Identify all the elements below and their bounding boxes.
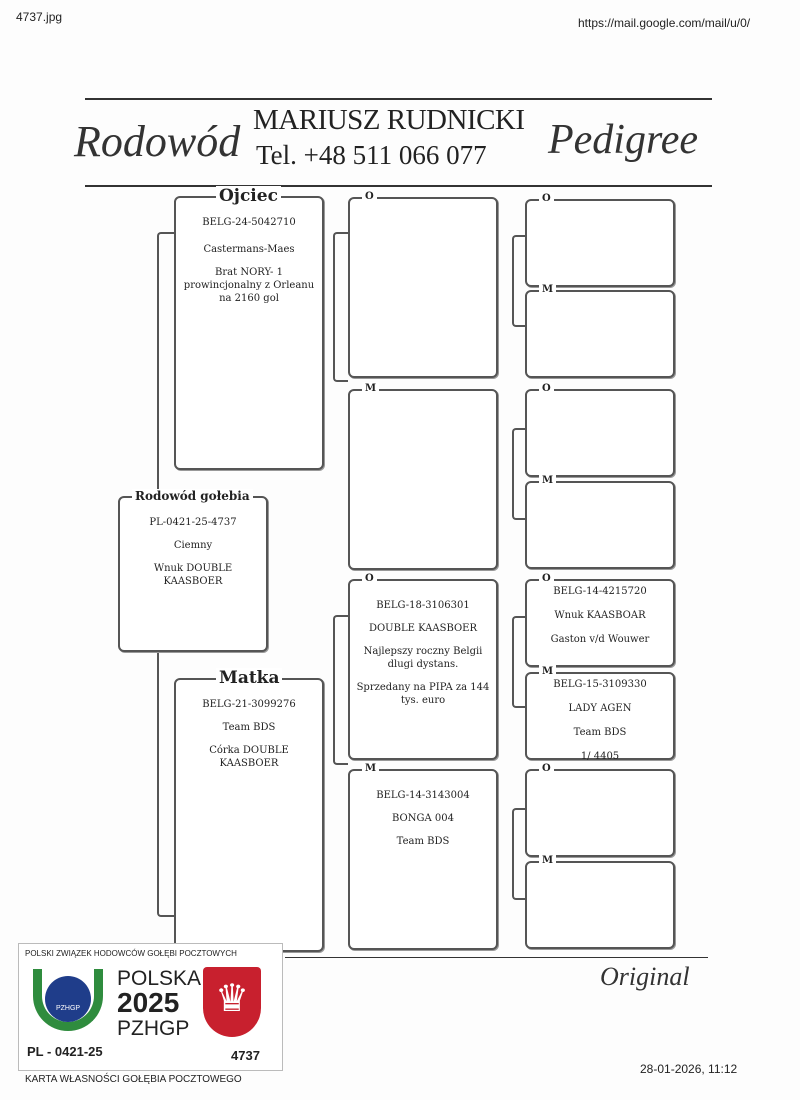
dam-box: Matka BELG-21-3099276 Team BDS Córka DOU… (174, 668, 324, 952)
rodowod-script-logo: Rodowód (74, 117, 241, 166)
dam-note: Córka DOUBLE KAASBOER (209, 745, 289, 769)
pedigree-line: 1/ 4405 (580, 751, 620, 762)
sire-box: Ojciec BELG-24-5042710 Castermans-Maes B… (174, 186, 324, 470)
sire-connector (333, 232, 348, 382)
dam-connector (333, 615, 348, 765)
stamp-year: 2025 (117, 987, 180, 1018)
sex-label: O (362, 572, 377, 586)
pedigree-line: Team BDS (396, 836, 450, 847)
subject-note: Wnuk DOUBLE KAASBOER (153, 563, 233, 587)
sex-label: M (539, 665, 557, 679)
page-url: https://mail.google.com/mail/u/0/ (578, 16, 751, 30)
pzhgp-wreath-icon (33, 969, 103, 1031)
sex-label: O (539, 762, 554, 776)
subject-box: Rodowód gołebia PL-0421-25-4737 Ciemny W… (118, 489, 268, 652)
pedigree-line: LADY AGEN (568, 703, 632, 714)
footer-rule (285, 957, 708, 958)
pedigree-line: Gaston v/d Wouwer (550, 634, 650, 645)
pedigree-line: DOUBLE KAASBOER (368, 623, 478, 634)
pedigree-script-logo: Pedigree (548, 117, 699, 163)
stamp-country: POLSKA (117, 967, 202, 990)
pzhgp-dove-logo: PZHGP (45, 976, 91, 1022)
pedigree-line: Najlepszy roczny Belgii dlugi dystans. (363, 646, 483, 670)
grandparents-box: M (348, 382, 498, 570)
breeder-phone: Tel. +48 511 066 077 (256, 140, 487, 170)
pzhgp-ownership-card: POLSKI ZWIĄZEK HODOWCÓW GOŁĘBI POCZTOWYC… (18, 943, 283, 1085)
sex-label: M (539, 283, 557, 297)
sire-ring: BELG-24-5042710 (202, 217, 296, 228)
pedigree-line: BONGA 004 (392, 813, 454, 824)
pedigree-line: Sprzedany na PIPA za 144 tys. euro (356, 682, 490, 706)
polish-eagle-emblem-icon: ♛ (203, 967, 261, 1037)
stamp-caption: KARTA WŁASNOŚCI GOŁĘBIA POCZTOWEGO (25, 1074, 242, 1085)
connector (512, 616, 525, 708)
filename: 4737.jpg (16, 10, 63, 24)
connector (512, 808, 525, 900)
great-grandparents-box: M (525, 474, 675, 569)
sire-breeder: Castermans-Maes (203, 244, 295, 255)
stamp-abbr: PZHGP (117, 1017, 190, 1040)
sex-label: M (362, 382, 380, 396)
subject-title: Rodowód gołebia (132, 489, 253, 503)
pedigree-line: BELG-14-3143004 (376, 790, 470, 801)
print-timestamp: 28-01-2026, 11:12 (640, 1062, 738, 1076)
dam-ring: BELG-21-3099276 (202, 699, 296, 710)
pedigree-line: Wnuk KAASBOAR (554, 610, 646, 621)
great-grandparents-box: O (525, 762, 675, 857)
pedigree-line: BELG-14-4215720 (553, 586, 647, 597)
stamp-number: 4737 (231, 1048, 260, 1063)
sex-label: M (362, 762, 380, 776)
sex-label: M (539, 854, 557, 868)
header-bottom-rule (85, 185, 712, 187)
pedigree-line: BELG-18-3106301 (376, 600, 470, 611)
connector (512, 428, 525, 520)
pedigree-line: Team BDS (573, 727, 627, 738)
sex-label: O (539, 572, 554, 586)
grandparents-box: O (348, 190, 498, 378)
stamp-org: POLSKI ZWIĄZEK HODOWCÓW GOŁĘBI POCZTOWYC… (25, 949, 237, 958)
sire-note: Brat NORY- 1 prowincjonalny z Orleanu na… (183, 267, 315, 304)
great-grandparents-box: O (525, 382, 675, 477)
sire-title: Ojciec (216, 186, 281, 206)
subject-color: Ciemny (173, 540, 213, 551)
original-script-logo: Original (600, 962, 690, 991)
breeder-name: MARIUSZ RUDNICKI (253, 104, 525, 136)
sex-label: O (539, 382, 554, 396)
sex-label: O (362, 190, 377, 204)
header-top-rule (85, 98, 712, 100)
subject-ring: PL-0421-25-4737 (149, 517, 237, 528)
dam-title: Matka (216, 668, 283, 688)
great-grandparents-box: O (525, 192, 675, 287)
stamp-ring: PL - 0421-25 (27, 1044, 103, 1059)
great-grandparents-box: M (525, 283, 675, 378)
sex-label: O (539, 192, 554, 206)
pedigree-line: BELG-15-3109330 (553, 679, 647, 690)
connector (512, 235, 525, 327)
sex-label: M (539, 474, 557, 488)
great-grandparents-box: M (525, 854, 675, 949)
dam-breeder: Team BDS (222, 722, 276, 733)
